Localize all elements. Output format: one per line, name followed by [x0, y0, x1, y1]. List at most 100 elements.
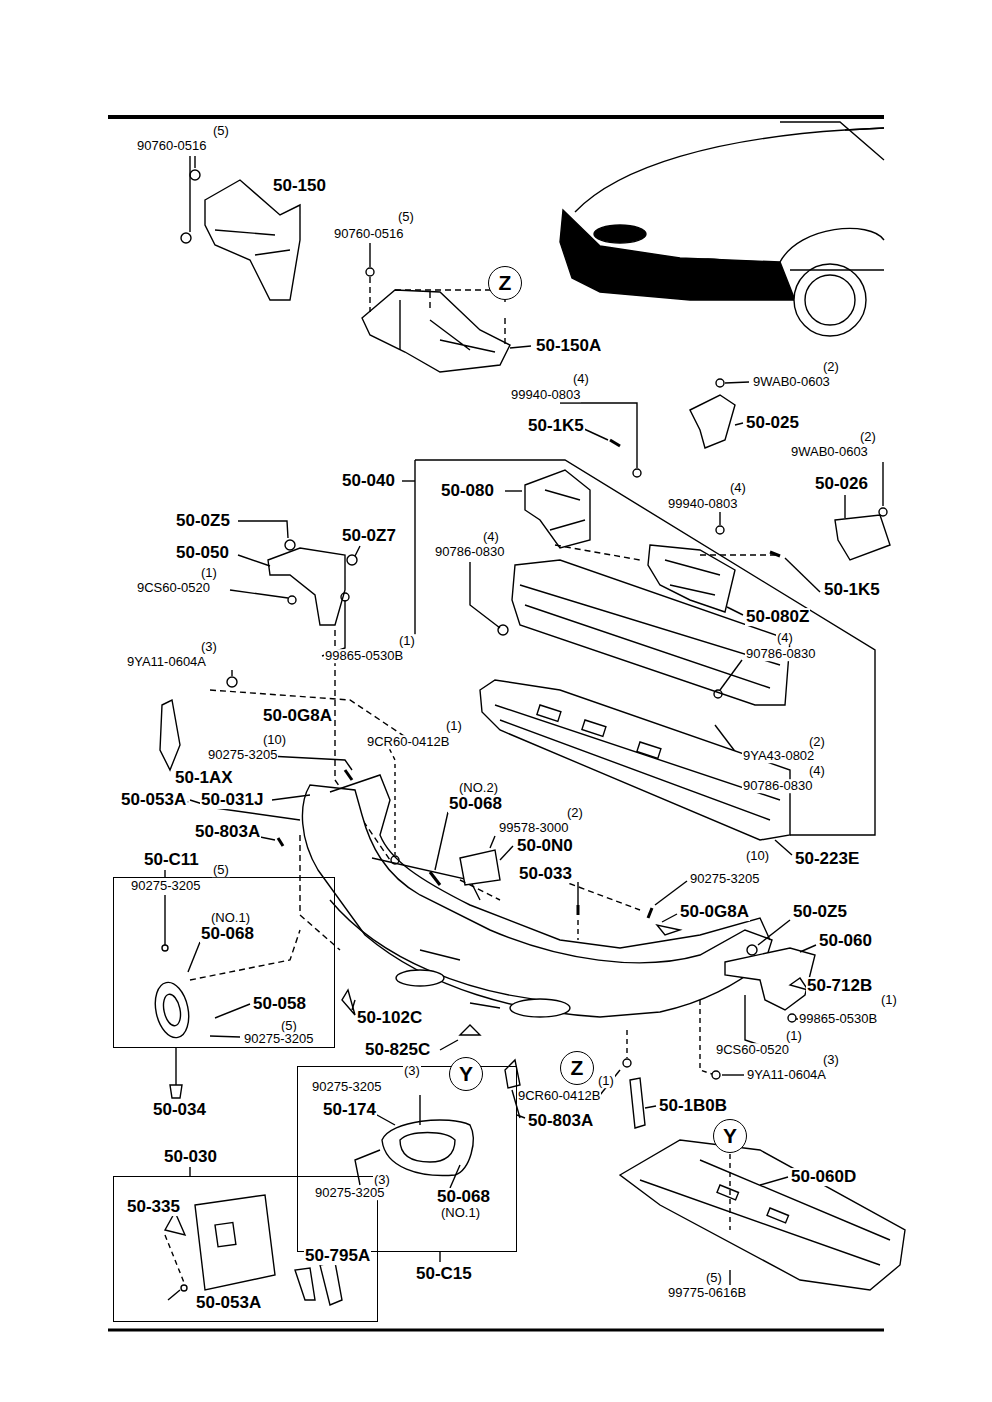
- callout-number: 90275-3205: [130, 879, 201, 893]
- part-number: 50-174: [322, 1101, 377, 1119]
- callout-number: 99578-3000: [498, 821, 569, 835]
- part-number: 50-0G8A: [679, 903, 750, 921]
- callout-number: (10): [745, 849, 770, 863]
- reference-letter: Z: [571, 1056, 584, 1080]
- part-number: 50-1B0B: [658, 1097, 728, 1115]
- part-number: 50-034: [152, 1101, 207, 1119]
- part-number: 50-040: [341, 472, 396, 490]
- part-number: 50-026: [814, 475, 869, 493]
- callout-number: 99940-0803: [510, 388, 581, 402]
- callout-number: (1): [398, 634, 416, 648]
- callout-number: (3): [200, 640, 218, 654]
- part-number: 50-102C: [356, 1009, 423, 1027]
- reference-letter: Z: [499, 271, 512, 295]
- callout-number: (4): [572, 372, 590, 386]
- callout-number: 90275-3205: [314, 1186, 385, 1200]
- part-number: 50-068: [436, 1188, 491, 1206]
- part-number: 50-0Z5: [792, 903, 848, 921]
- callout-number: 99775-0616B: [667, 1286, 747, 1300]
- group-box: 50-C11: [113, 877, 335, 1048]
- part-number: 50-335: [126, 1198, 181, 1216]
- reference-letter: Y: [723, 1124, 737, 1148]
- callout-number: (2): [808, 735, 826, 749]
- callout-number: (4): [729, 481, 747, 495]
- callout-number: 9CS60-0520: [136, 581, 211, 595]
- callout-number: (3): [403, 1064, 421, 1078]
- part-number: 50-025: [745, 414, 800, 432]
- part-number: 50-795A: [304, 1247, 371, 1265]
- part-number: 50-060D: [790, 1168, 857, 1186]
- part-number: 50-053A: [195, 1294, 262, 1312]
- callout-number: 90786-0830: [434, 545, 505, 559]
- part-number: 50-0G8A: [262, 707, 333, 725]
- part-number: 50-0N0: [516, 837, 574, 855]
- callout-number: (1): [445, 719, 463, 733]
- part-number: 50-803A: [527, 1112, 594, 1130]
- callout-number: (5): [212, 863, 230, 877]
- callout-number: (3): [822, 1053, 840, 1067]
- callout-number: 9CS60-0520: [715, 1043, 790, 1057]
- callout-number: (1): [785, 1029, 803, 1043]
- part-number: 50-223E: [794, 850, 860, 868]
- group-heading: 50-030: [163, 1147, 218, 1167]
- part-number: 50-031J: [200, 791, 264, 809]
- callout-number: 9CR60-0412B: [517, 1089, 601, 1103]
- callout-number: 99865-0530B: [324, 649, 404, 663]
- part-number: 50-0Z5: [175, 512, 231, 530]
- reference-circle: Y: [449, 1057, 483, 1091]
- callout-number: (1): [880, 993, 898, 1007]
- callout-number: 90275-3205: [689, 872, 760, 886]
- part-number: 50-068: [448, 795, 503, 813]
- callout-number: (3): [373, 1173, 391, 1187]
- part-number: 50-825C: [364, 1041, 431, 1059]
- part-number: 50-1K5: [823, 581, 881, 599]
- callout-number: (4): [808, 764, 826, 778]
- reference-letter: Y: [459, 1062, 473, 1086]
- callout-number: 9YA43-0802: [742, 749, 815, 763]
- part-number: 50-803A: [194, 823, 261, 841]
- part-number: 50-712B: [806, 977, 873, 995]
- callout-number: 90275-3205: [311, 1080, 382, 1094]
- callout-number: 9YA11-0604A: [126, 655, 207, 669]
- callout-number: 99940-0803: [667, 497, 738, 511]
- callout-number: 9WAB0-0603: [790, 445, 869, 459]
- callout-number: (2): [566, 806, 584, 820]
- part-number: 50-053A: [120, 791, 187, 809]
- callout-number: (5): [705, 1271, 723, 1285]
- callout-number: (5): [212, 124, 230, 138]
- part-number: 50-0Z7: [341, 527, 397, 545]
- part-number: 50-1K5: [527, 417, 585, 435]
- part-number: 50-080Z: [745, 608, 810, 626]
- callout-number: 90786-0830: [742, 779, 813, 793]
- callout-number: (4): [776, 631, 794, 645]
- callout-number: 9YA11-0604A: [746, 1068, 827, 1082]
- part-number: 50-060: [818, 932, 873, 950]
- callout-number: (5): [397, 210, 415, 224]
- callout-number: 99865-0530B: [798, 1012, 878, 1026]
- callout-number: (1): [597, 1074, 615, 1088]
- part-number: 50-068: [200, 925, 255, 943]
- part-number: 50-058: [252, 995, 307, 1013]
- group-heading: 50-C11: [143, 850, 200, 870]
- callout-number: 9CR60-0412B: [366, 735, 450, 749]
- callout-number: 90760-0516: [333, 227, 404, 241]
- group-heading: 50-C15: [415, 1264, 473, 1284]
- part-number: 50-1AX: [174, 769, 234, 787]
- reference-circle: Y: [713, 1119, 747, 1153]
- callout-number: (5): [280, 1019, 298, 1033]
- callout-number: (NO.1): [440, 1206, 481, 1220]
- part-number: 50-150: [272, 177, 327, 195]
- callout-number: (2): [822, 360, 840, 374]
- part-number: 50-033: [518, 865, 573, 883]
- part-number: 50-080: [440, 482, 495, 500]
- callout-number: 90760-0516: [136, 139, 207, 153]
- group-box: 50-C15: [297, 1066, 517, 1252]
- callout-number: 90786-0830: [745, 647, 816, 661]
- reference-circle: Z: [488, 266, 522, 300]
- callout-number: (1): [200, 566, 218, 580]
- callout-number: (10): [262, 733, 287, 747]
- callout-number: 90275-3205: [243, 1032, 314, 1046]
- part-number: 50-150A: [535, 337, 602, 355]
- callout-number: (2): [859, 430, 877, 444]
